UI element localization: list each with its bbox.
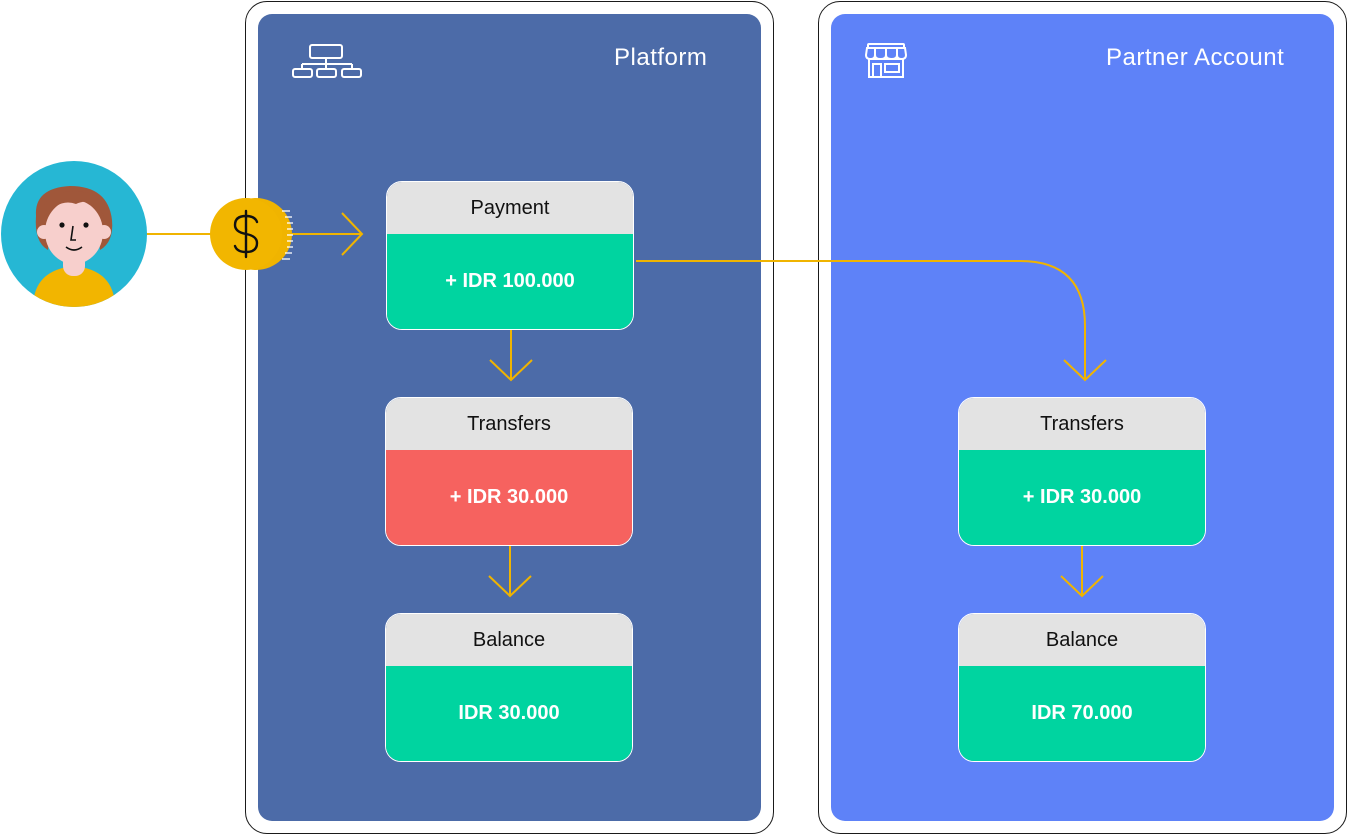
platform-payment-label: Payment xyxy=(387,182,633,234)
partner-transfers-amount: + IDR 30.000 xyxy=(959,450,1205,545)
customer-avatar-icon xyxy=(1,161,147,307)
platform-payment-card: Payment + IDR 100.000 xyxy=(386,181,634,330)
platform-payment-amount: + IDR 100.000 xyxy=(387,234,633,329)
platform-balance-amount: IDR 30.000 xyxy=(386,666,632,761)
transfers-arrowhead xyxy=(489,359,533,382)
balance-arrowhead xyxy=(488,575,532,598)
partner-balance-arrowhead xyxy=(1060,575,1104,598)
platform-transfers-amount: + IDR 30.000 xyxy=(386,450,632,545)
partner-transfers-label: Transfers xyxy=(959,398,1205,450)
partner-balance-card: Balance IDR 70.000 xyxy=(958,613,1206,762)
org-chart-icon xyxy=(292,44,362,78)
platform-balance-card: Balance IDR 30.000 xyxy=(385,613,633,762)
payment-to-partner-line xyxy=(636,260,1086,380)
payment-arrowhead xyxy=(341,212,364,256)
platform-transfers-card: Transfers + IDR 30.000 xyxy=(385,397,633,546)
partner-transfers-card: Transfers + IDR 30.000 xyxy=(958,397,1206,546)
partner-title: Partner Account xyxy=(1106,44,1285,71)
dollar-coin-icon xyxy=(210,198,293,270)
partner-transfer-arrowhead xyxy=(1063,359,1107,382)
partner-balance-label: Balance xyxy=(959,614,1205,666)
platform-balance-label: Balance xyxy=(386,614,632,666)
partner-balance-amount: IDR 70.000 xyxy=(959,666,1205,761)
storefront-icon xyxy=(864,43,908,78)
platform-transfers-label: Transfers xyxy=(386,398,632,450)
platform-title: Platform xyxy=(614,44,708,71)
